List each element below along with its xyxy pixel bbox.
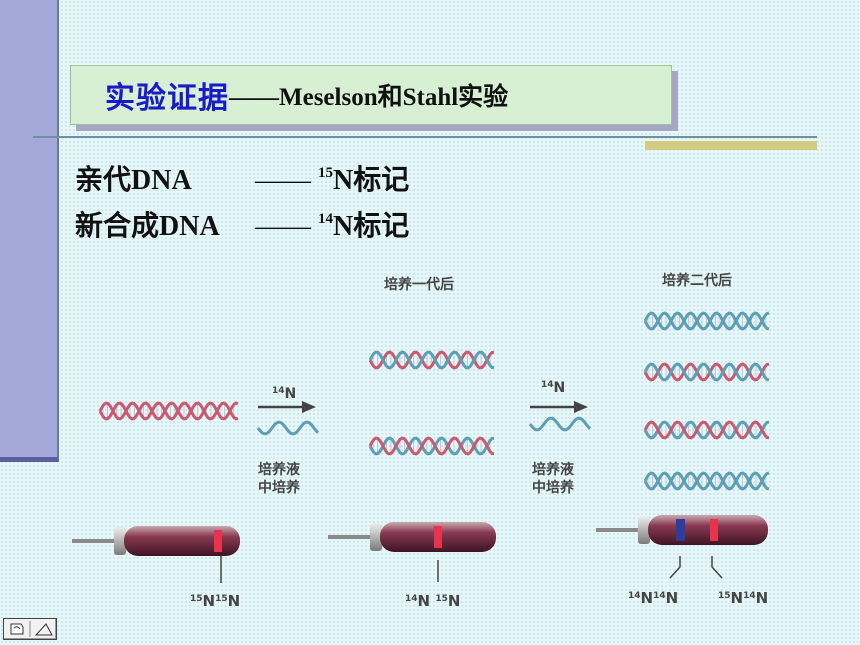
- new-dna-line: 新合成DNA —— 14N标记: [75, 204, 409, 244]
- slide-nav-icon: [10, 621, 53, 637]
- dna-helix-gen2-c: [643, 420, 770, 440]
- arrow1-label: 14N: [272, 386, 296, 402]
- medium2-line2: 中培养: [532, 479, 575, 496]
- title-sub: ——Meselson和Stahl实验: [229, 84, 509, 111]
- tube3-label-right: 15N14N: [718, 589, 768, 607]
- tube3-label-left: 14N14N: [628, 589, 678, 607]
- free-strand-2: [528, 416, 592, 432]
- medium2-line1: 培养液: [532, 461, 575, 478]
- medium1-line1: 培养液: [258, 461, 301, 478]
- tube1-label: 15N15N: [190, 592, 240, 610]
- new-isotope-sup: 14: [318, 211, 333, 227]
- tube1-band: [214, 530, 222, 552]
- parent-dna-line: 亲代DNA —— 15N标记: [75, 158, 409, 198]
- parent-dna-label: 亲代DNA: [75, 165, 192, 196]
- centrifuge-tube-1: [72, 526, 240, 583]
- dna-helix-gen2-a: [643, 311, 770, 331]
- arrow1-sup: 14: [272, 386, 285, 396]
- arrow-1: [258, 401, 316, 413]
- divider-line: [33, 136, 817, 138]
- dna-helix-gen2-d: [643, 471, 770, 491]
- tube3-band-light: [676, 519, 685, 541]
- slide-nav-control[interactable]: [3, 618, 57, 640]
- parent-dna-dash: ——: [255, 165, 311, 196]
- svg-text:15N15N: 15N15N: [190, 592, 240, 610]
- new-dna-dash: ——: [255, 211, 311, 242]
- left-decor-bar: [0, 0, 59, 462]
- gen1-label: 培养一代后: [384, 276, 454, 293]
- arrow2-sup: 14: [541, 380, 554, 390]
- svg-text:14N 15N: 14N 15N: [405, 592, 460, 610]
- parent-isotope-sup: 15: [318, 165, 333, 181]
- dna-helix-gen2-b: [643, 362, 770, 382]
- arrow-2: [530, 401, 588, 413]
- free-strand-1: [256, 420, 320, 436]
- centrifuge-tube-2: [328, 522, 496, 582]
- title-box: 实验证据 ——Meselson和Stahl实验: [70, 65, 672, 125]
- centrifuge-tube-3: [596, 515, 768, 579]
- tube2-band: [434, 526, 442, 548]
- dna-helix-gen1-a: [368, 350, 495, 370]
- parent-isotope-text: N标记: [333, 165, 410, 196]
- title-main: 实验证据: [105, 81, 229, 116]
- parent-dna-desc: —— 15N标记: [255, 158, 409, 198]
- medium1-line2: 中培养: [258, 479, 301, 496]
- arrow2-label: 14N: [541, 380, 565, 396]
- arrow2-n: N: [554, 380, 566, 396]
- svg-text:14N14N: 14N14N: [628, 589, 678, 607]
- new-dna-desc: —— 14N标记: [255, 204, 409, 244]
- divider-accent: [645, 141, 817, 150]
- new-isotope-text: N标记: [333, 211, 410, 242]
- tube3-band-hybrid: [710, 519, 718, 541]
- tube2-label: 14N 15N: [405, 592, 460, 610]
- arrow1-n: N: [285, 386, 297, 402]
- gen2-label: 培养二代后: [662, 272, 732, 289]
- dna-helix-parent: [98, 401, 239, 421]
- svg-text:15N14N: 15N14N: [718, 589, 768, 607]
- dna-helix-gen1-b: [368, 436, 495, 456]
- new-dna-label: 新合成DNA: [75, 211, 220, 242]
